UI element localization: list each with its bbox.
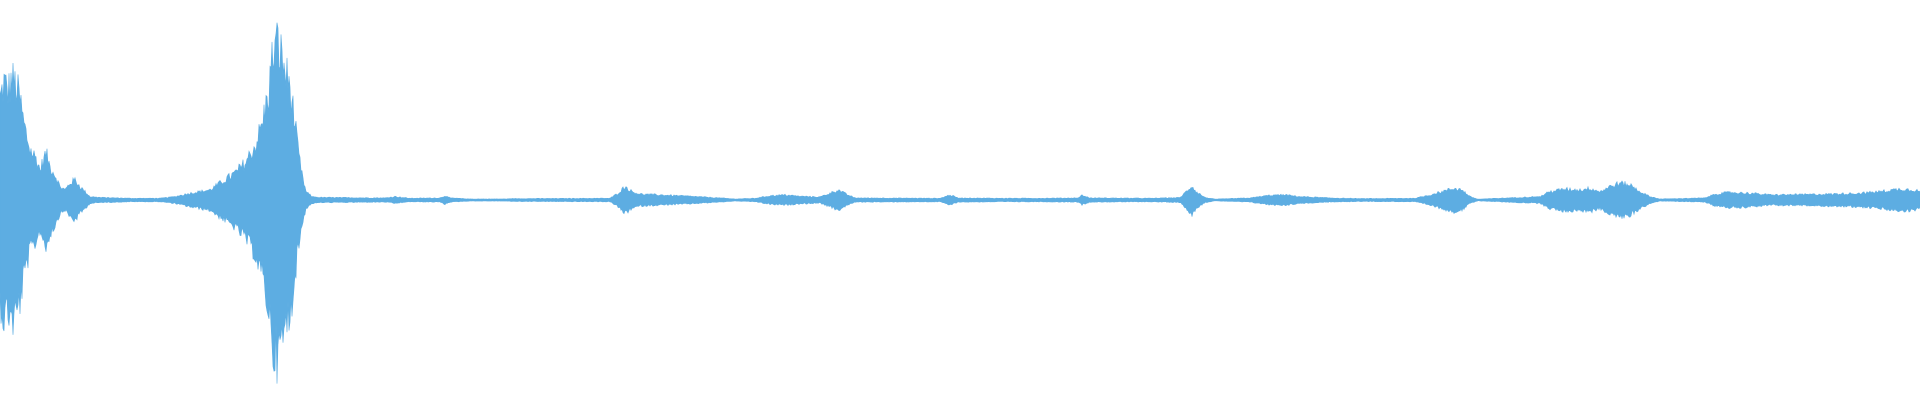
waveform-shape xyxy=(0,22,1920,384)
